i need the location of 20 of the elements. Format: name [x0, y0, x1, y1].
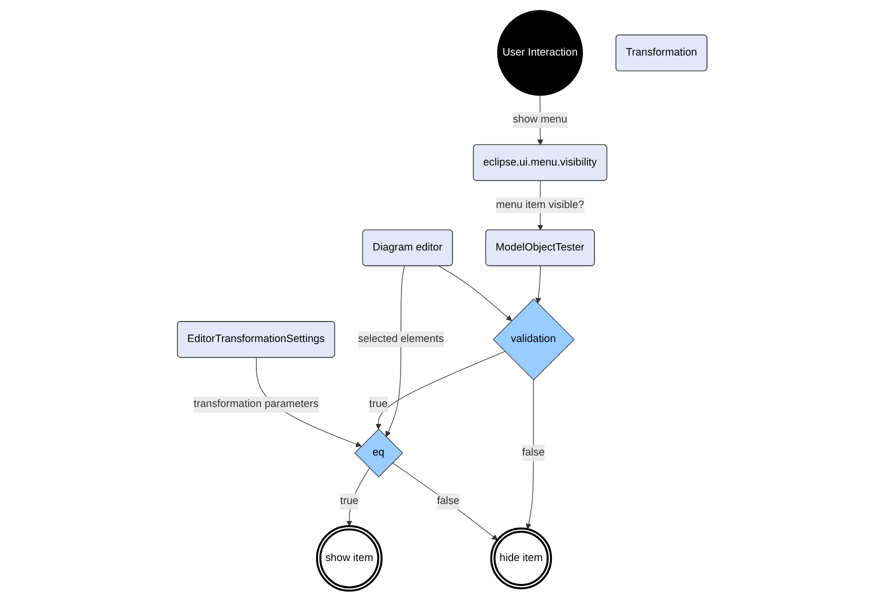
edge-label: true — [370, 398, 388, 410]
edge-label: selected elements — [358, 333, 444, 345]
edge-label: show menu — [513, 114, 568, 126]
edge-label: transformation parameters — [194, 398, 319, 410]
node-circle: hide item — [490, 527, 552, 590]
arrow — [346, 468, 370, 526]
arrow — [392, 462, 498, 540]
arrow — [438, 266, 512, 321]
edge-label: menu item visible? — [496, 199, 584, 211]
edge-label: false — [522, 447, 545, 458]
node-diamond: eq — [354, 428, 404, 478]
node-circle: User Interaction — [498, 10, 584, 96]
arrow — [376, 351, 506, 430]
edge-label: true — [340, 496, 359, 507]
node-diamond: validation — [493, 298, 575, 380]
edge-label: false — [437, 496, 460, 507]
arrow — [536, 266, 542, 304]
node-circle: show item — [316, 525, 383, 592]
arrow — [386, 266, 406, 437]
arrow — [526, 380, 534, 530]
